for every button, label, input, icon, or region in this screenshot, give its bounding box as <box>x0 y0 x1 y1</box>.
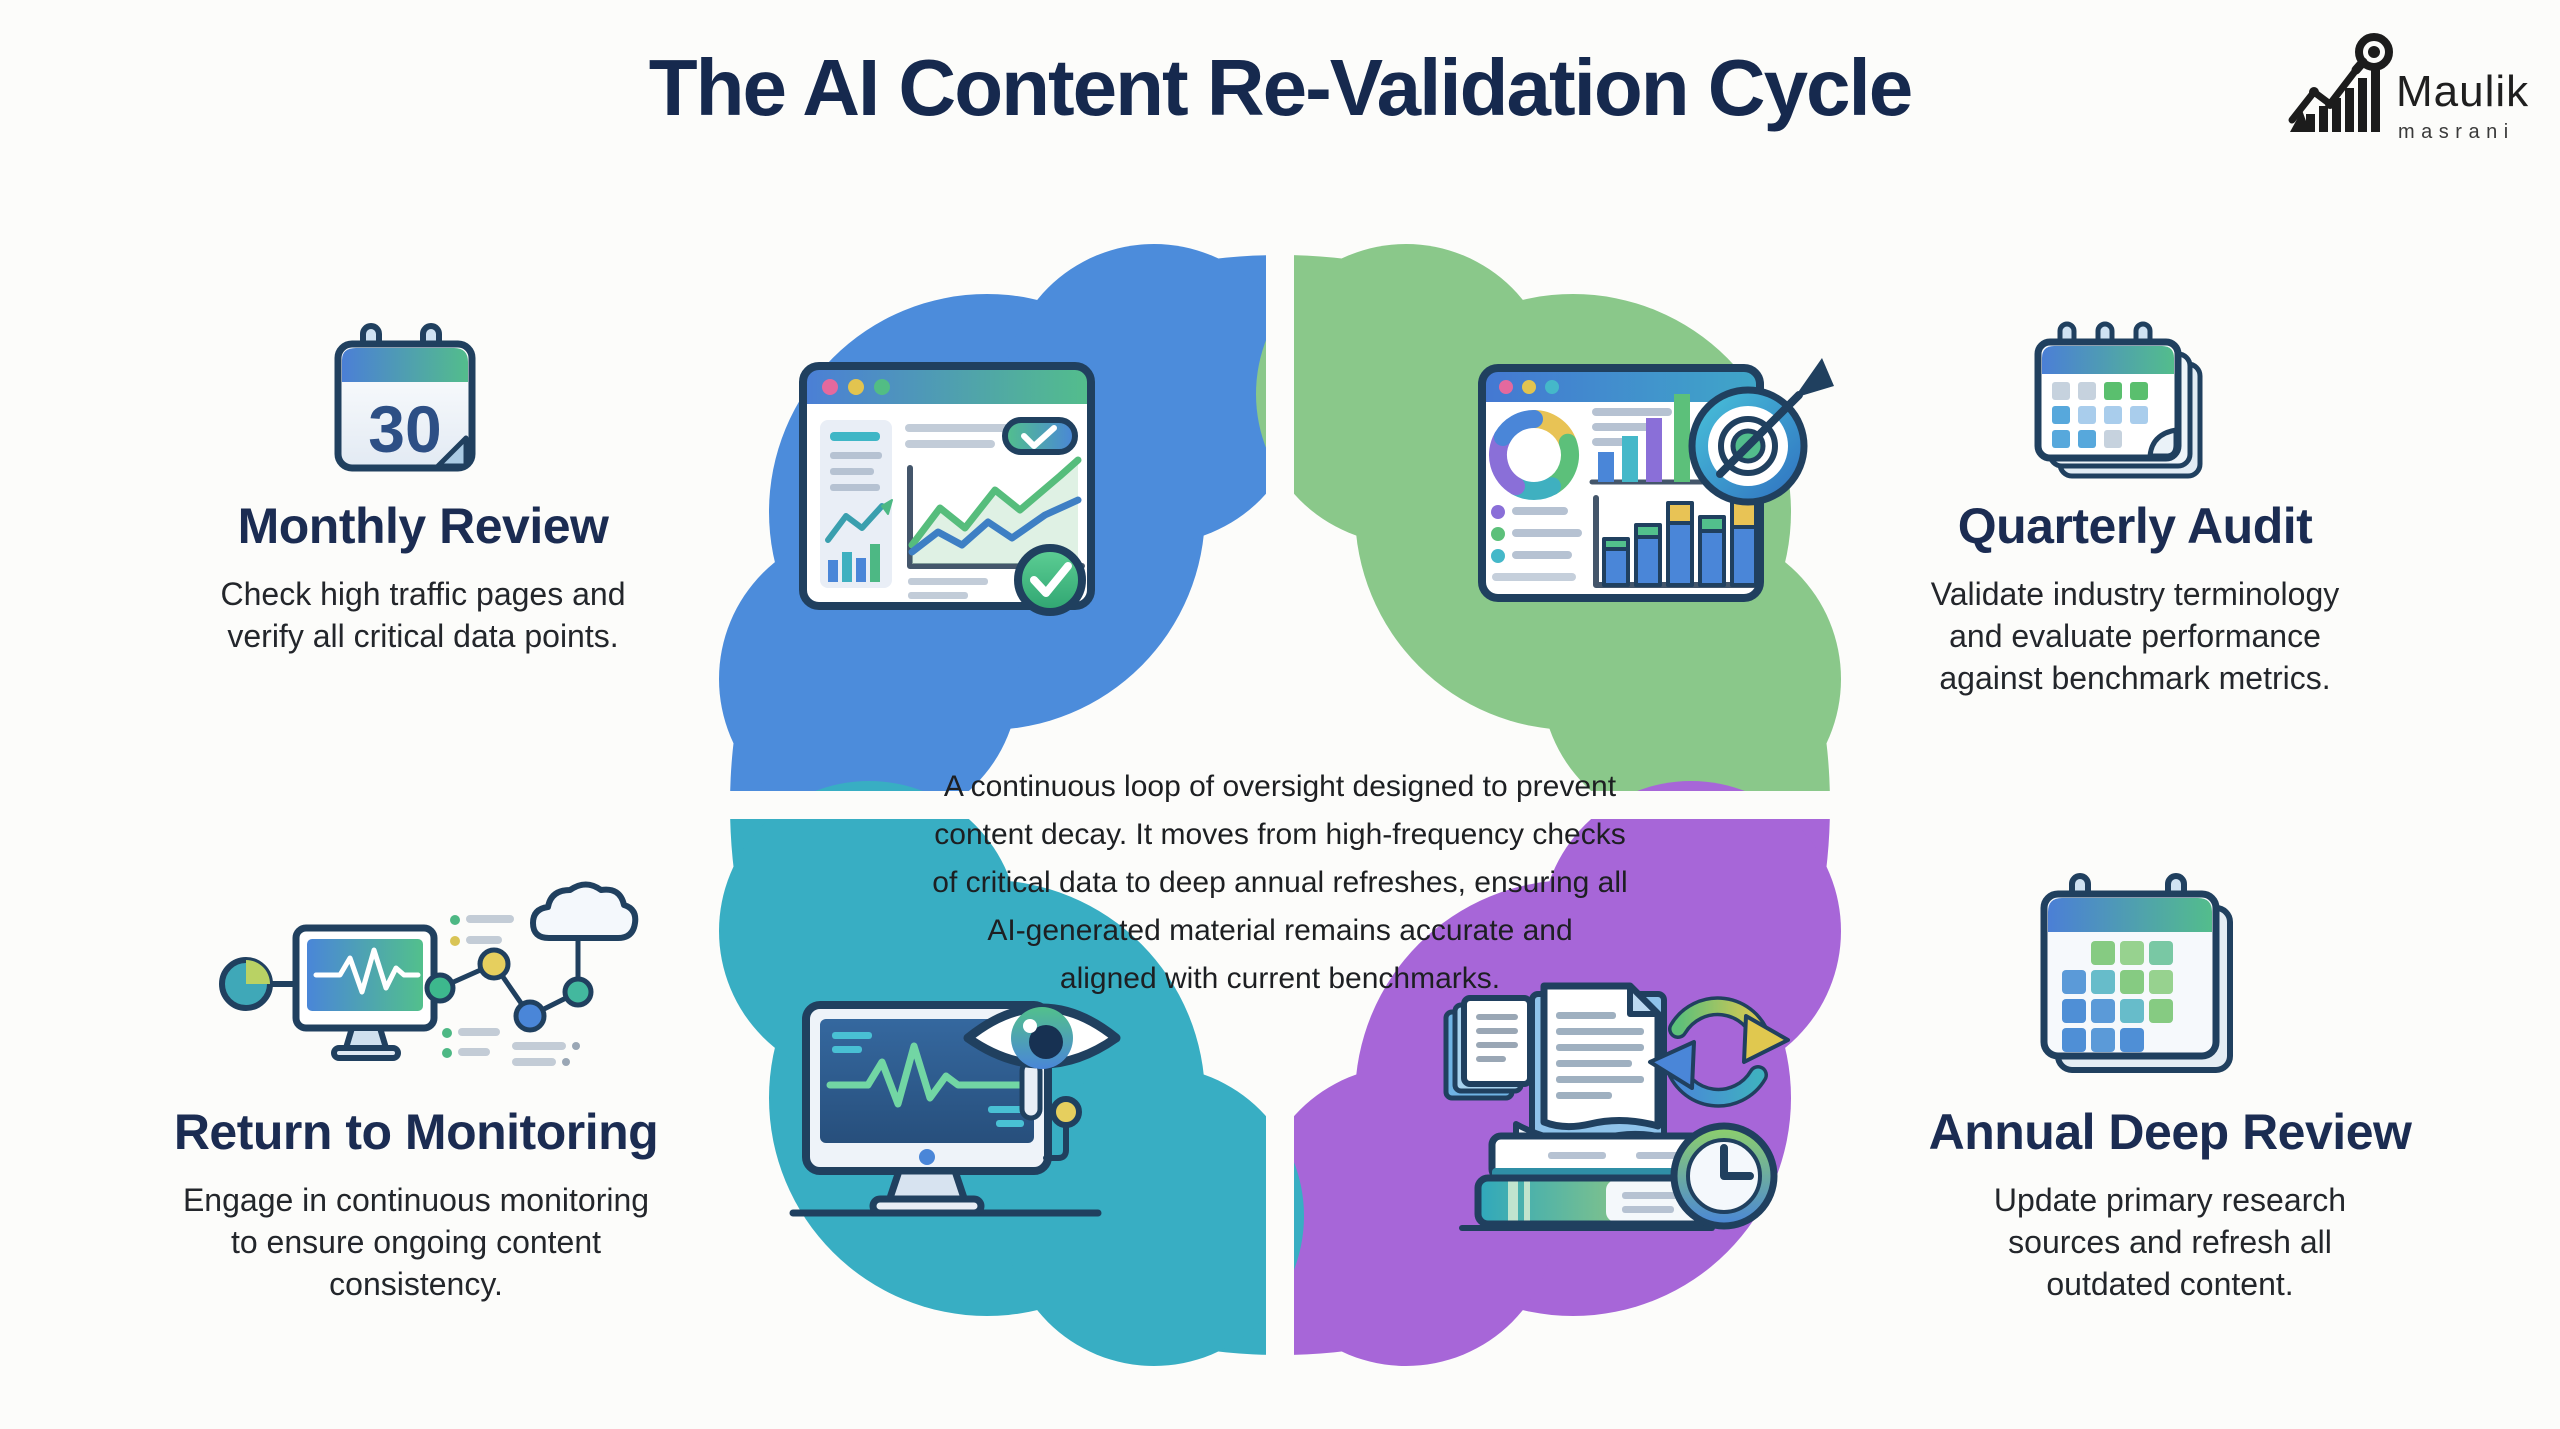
stacked-bars-icon <box>1602 497 1758 587</box>
cycle-description-line: of critical data to deep annual refreshe… <box>932 866 1628 899</box>
stage-description-line: Validate industry terminology <box>1930 576 2340 612</box>
stage-description-line: Engage in continuous monitoring <box>182 1182 650 1218</box>
calendar-grid <box>2052 382 2148 448</box>
logo-subname: masrani <box>2398 121 2515 143</box>
stage-description-line: and evaluate performance <box>1949 618 2321 654</box>
calendar-annual-icon <box>2040 873 2233 1073</box>
stage-description-line: against benchmark metrics. <box>1939 660 2331 696</box>
page-title: The AI Content Re-Validation Cycle <box>648 43 1914 132</box>
cycle-description: A continuous loop of oversight designed … <box>880 763 1680 1003</box>
cycle-description-line: A continuous loop of oversight designed … <box>943 770 1617 803</box>
refresh-arrows-icon <box>1648 996 1790 1108</box>
stage-description-line: outdated content. <box>2046 1266 2294 1302</box>
cycle-description-line: AI-generated material remains accurate a… <box>987 914 1573 947</box>
stage-heading: Return to Monitoring <box>173 1104 659 1160</box>
stage-return-to-monitoring: Return to Monitoring Engage in continuou… <box>126 1103 706 1305</box>
eye-icon <box>963 1003 1121 1069</box>
stage-monthly-review: Monthly Review Check high traffic pages … <box>133 497 713 657</box>
stage-description-line: consistency. <box>329 1266 503 1302</box>
calendar-30-icon: 30 <box>334 323 476 472</box>
stage-annual-deep-review: Annual Deep Review Update primary resear… <box>1880 1103 2460 1305</box>
cycle-description-line: content decay. It moves from high-freque… <box>934 818 1626 851</box>
stage-description-line: Update primary research <box>1993 1182 2347 1218</box>
logo-name: Maulik <box>2396 67 2529 116</box>
stage-description-line: to ensure ongoing content <box>230 1224 602 1260</box>
clock-icon <box>1670 1122 1778 1230</box>
target-icon <box>1688 358 1834 506</box>
stage-heading: Annual Deep Review <box>1928 1104 2412 1160</box>
calendar-day-number: 30 <box>368 392 441 466</box>
stage-heading: Monthly Review <box>237 498 609 554</box>
brand-logo: Maulik masrani <box>2288 33 2529 143</box>
logo-chart-magnifier-icon <box>2288 33 2393 132</box>
monitoring-network-icon <box>219 881 639 1066</box>
analytics-browser-icon <box>799 362 1095 616</box>
refresh-docs-icon <box>1443 982 1790 1231</box>
ring-gap-horizontal <box>720 791 1840 819</box>
stage-description-line: verify all critical data points. <box>227 618 619 654</box>
stage-description-line: Check high traffic pages and <box>220 576 626 612</box>
audit-dashboard-icon <box>1478 358 1834 602</box>
stage-description-line: sources and refresh all <box>2008 1224 2332 1260</box>
cycle-description-line: aligned with current benchmarks. <box>1059 962 1501 995</box>
calendar-stack-icon <box>2034 321 2203 479</box>
cloud-icon <box>530 881 639 983</box>
stage-quarterly-audit: Quarterly Audit Validate industry termin… <box>1840 497 2430 699</box>
calendar-grid <box>2062 941 2173 1052</box>
stage-heading: Quarterly Audit <box>1957 498 2313 554</box>
donut-chart-icon <box>1488 409 1579 501</box>
monitor-eye-icon <box>789 1001 1121 1217</box>
